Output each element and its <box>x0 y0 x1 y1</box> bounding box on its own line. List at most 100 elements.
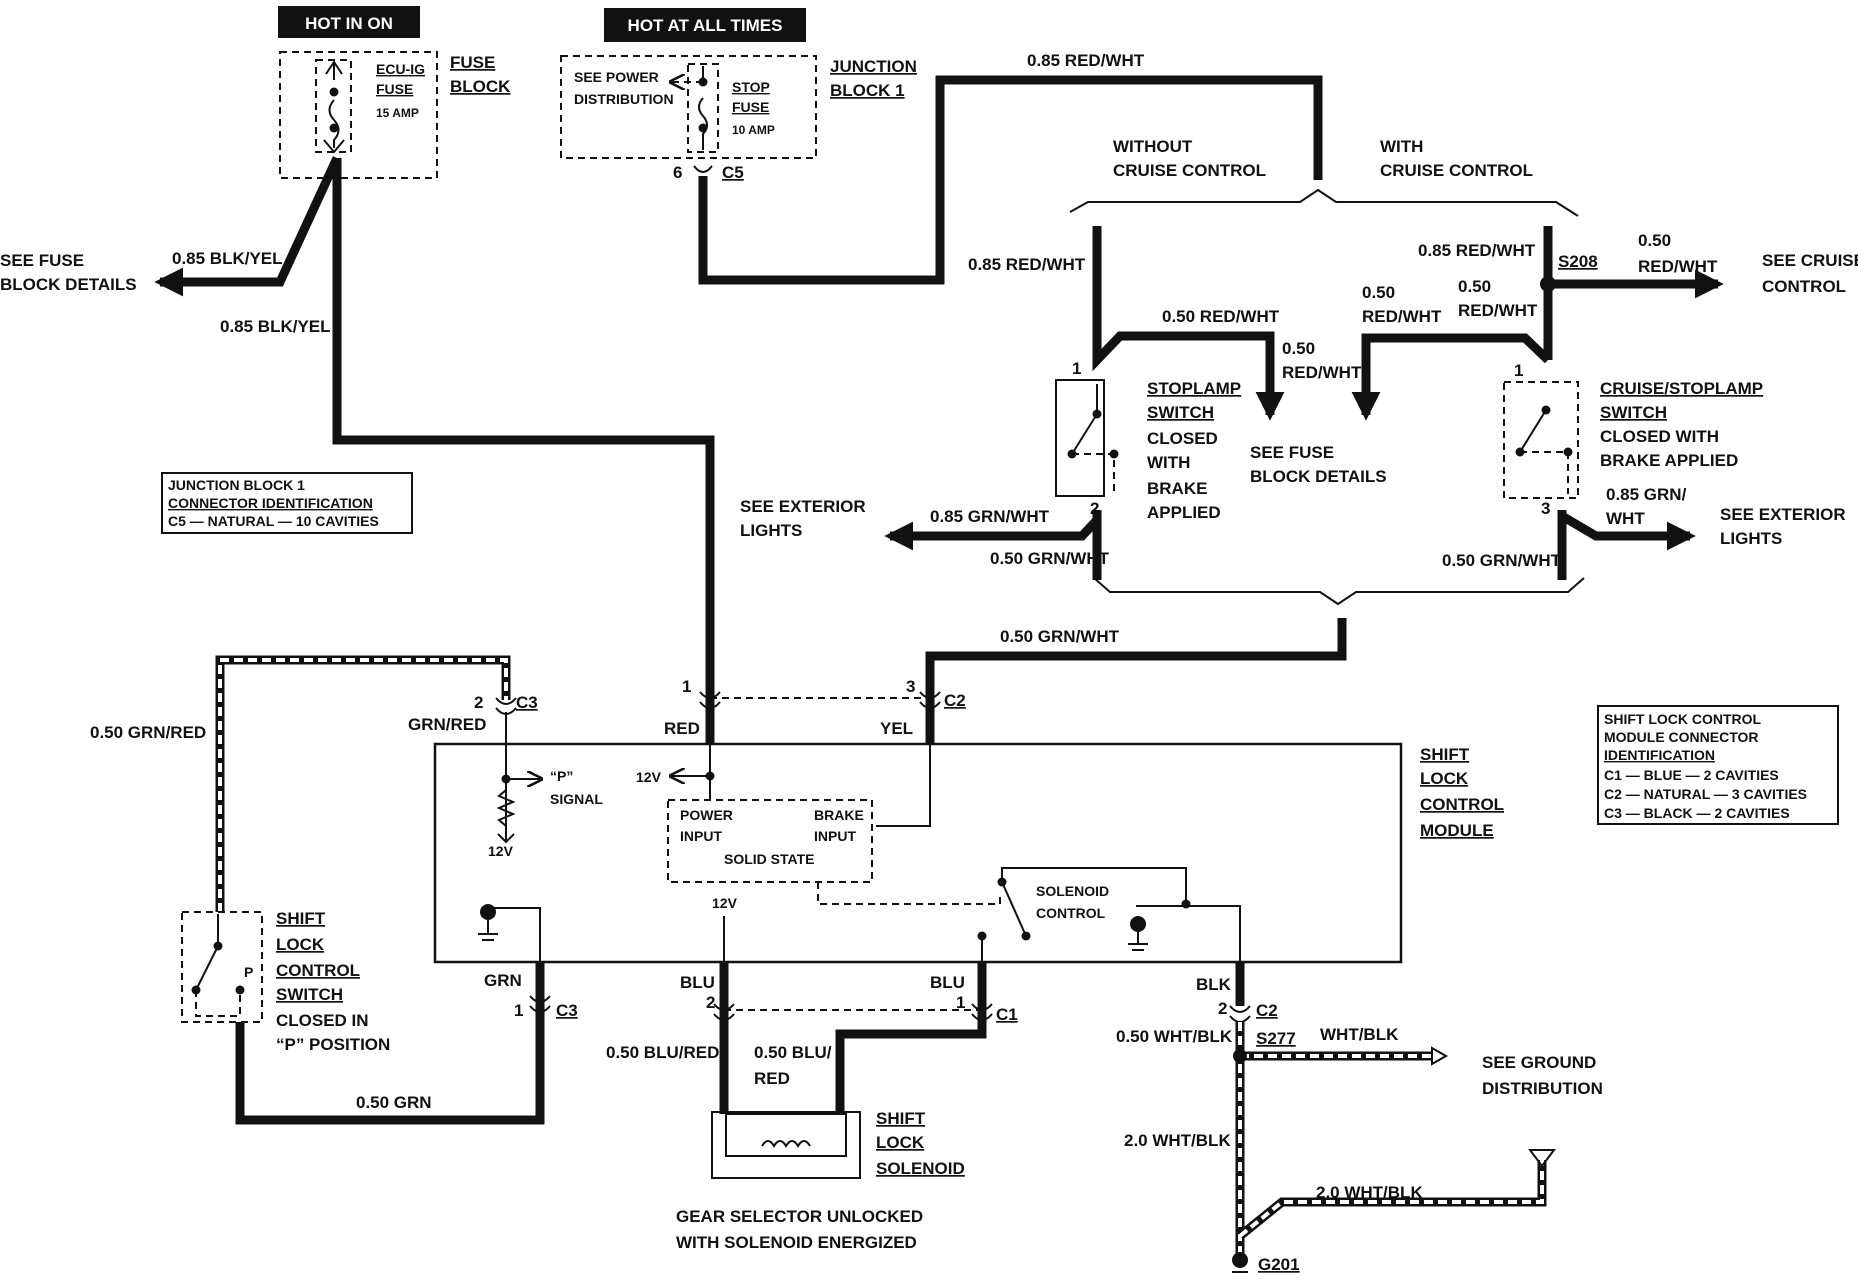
svg-text:RED/WHT: RED/WHT <box>1458 301 1538 320</box>
stop-fuse-label: STOP <box>732 79 770 95</box>
svg-text:BRAKE: BRAKE <box>814 807 864 823</box>
svg-text:GEAR SELECTOR UNLOCKED: GEAR SELECTOR UNLOCKED <box>676 1207 923 1226</box>
svg-text:LOCK: LOCK <box>1420 769 1469 788</box>
svg-text:CLOSED: CLOSED <box>1147 429 1218 448</box>
svg-text:0.50 GRN/RED: 0.50 GRN/RED <box>90 723 206 742</box>
stoplamp-switch <box>1055 379 1119 497</box>
svg-text:CONTROL: CONTROL <box>1036 905 1106 921</box>
svg-text:P: P <box>244 964 253 980</box>
svg-text:MODULE CONNECTOR: MODULE CONNECTOR <box>1604 729 1759 745</box>
svg-text:HOT AT ALL TIMES: HOT AT ALL TIMES <box>628 16 783 35</box>
svg-text:CONNECTOR IDENTIFICATION: CONNECTOR IDENTIFICATION <box>168 495 373 511</box>
svg-text:BLOCK DETAILS: BLOCK DETAILS <box>0 275 137 294</box>
svg-text:BRAKE APPLIED: BRAKE APPLIED <box>1600 451 1738 470</box>
svg-text:2.0 WHT/BLK: 2.0 WHT/BLK <box>1124 1131 1231 1150</box>
c1-connector: C1 <box>996 1005 1018 1024</box>
svg-text:SWITCH: SWITCH <box>1600 403 1667 422</box>
svg-text:1: 1 <box>514 1001 523 1020</box>
shift-lock-solenoid <box>711 1111 861 1179</box>
svg-text:SOLID STATE: SOLID STATE <box>724 851 814 867</box>
svg-text:RED/WHT: RED/WHT <box>1282 363 1362 382</box>
svg-text:SOLENOID: SOLENOID <box>876 1159 965 1178</box>
module-connector-id-box: SHIFT LOCK CONTROL MODULE CONNECTOR IDEN… <box>1597 705 1839 825</box>
svg-text:WHT: WHT <box>1606 509 1645 528</box>
svg-text:2: 2 <box>706 993 715 1012</box>
svg-text:CONTROL: CONTROL <box>276 961 360 980</box>
svg-text:BLK: BLK <box>1196 975 1232 994</box>
fuse-block-label: FUSE <box>450 53 495 72</box>
svg-text:2: 2 <box>474 693 483 712</box>
p-signal-circuit <box>496 744 540 844</box>
svg-text:INPUT: INPUT <box>814 828 856 844</box>
see-power-distribution: SEE POWER <box>574 69 659 85</box>
wire-stoplamp-feed <box>1092 226 1285 421</box>
svg-text:APPLIED: APPLIED <box>1147 503 1221 522</box>
svg-text:CLOSED WITH: CLOSED WITH <box>1600 427 1719 446</box>
s277-splice: S277 <box>1256 1029 1296 1048</box>
svg-text:SIGNAL: SIGNAL <box>550 791 603 807</box>
svg-text:0.50 GRN: 0.50 GRN <box>356 1093 432 1112</box>
junction-block-1: SEE POWER DISTRIBUTION STOP FUSE 10 AMP <box>560 55 817 159</box>
svg-text:FUSE: FUSE <box>376 81 413 97</box>
svg-text:10 AMP: 10 AMP <box>732 123 775 137</box>
svg-text:GRN: GRN <box>484 971 522 990</box>
svg-text:0.85 BLK/YEL: 0.85 BLK/YEL <box>220 317 331 336</box>
cruise-stoplamp-switch-label: CRUISE/STOPLAMP <box>1600 379 1763 398</box>
c5-connector: C5 <box>722 163 744 182</box>
svg-text:3: 3 <box>1541 499 1550 518</box>
svg-text:WITHOUT: WITHOUT <box>1113 137 1193 156</box>
svg-text:CONTROL: CONTROL <box>1762 277 1846 296</box>
jb1-connector-id-box: JUNCTION BLOCK 1 CONNECTOR IDENTIFICATIO… <box>161 472 413 534</box>
svg-text:CLOSED IN: CLOSED IN <box>276 1011 369 1030</box>
svg-text:2: 2 <box>1090 499 1099 518</box>
svg-text:C3 — BLACK — 2 CAVITIES: C3 — BLACK — 2 CAVITIES <box>1604 805 1790 821</box>
svg-text:0.50: 0.50 <box>1458 277 1491 296</box>
svg-text:0.85 RED/WHT: 0.85 RED/WHT <box>1027 51 1145 70</box>
see-exterior-lights-left: SEE EXTERIOR <box>740 497 866 516</box>
wire-050-grn-wht-mid <box>925 618 1347 744</box>
svg-text:SHIFT LOCK CONTROL: SHIFT LOCK CONTROL <box>1604 711 1762 727</box>
svg-text:INPUT: INPUT <box>680 828 722 844</box>
svg-text:WITH: WITH <box>1380 137 1423 156</box>
svg-text:LOCK: LOCK <box>876 1133 925 1152</box>
svg-text:MODULE: MODULE <box>1420 821 1494 840</box>
c2-bottom-connector: C2 <box>1256 1001 1278 1020</box>
svg-text:WITH: WITH <box>1147 453 1190 472</box>
cruise-bracket-bottom <box>1093 577 1585 606</box>
svg-text:JUNCTION BLOCK 1: JUNCTION BLOCK 1 <box>168 477 305 493</box>
see-exterior-lights-right: SEE EXTERIOR <box>1720 505 1846 524</box>
svg-text:2.0 WHT/BLK: 2.0 WHT/BLK <box>1316 1183 1423 1202</box>
wire-085-red-wht-top <box>698 75 1323 285</box>
svg-text:0.85 RED/WHT: 0.85 RED/WHT <box>1418 241 1536 260</box>
svg-text:0.50 BLU/RED: 0.50 BLU/RED <box>606 1043 719 1062</box>
svg-text:C1 — BLUE — 2 CAVITIES: C1 — BLUE — 2 CAVITIES <box>1604 767 1779 783</box>
c3-top-connector: C3 <box>516 693 538 712</box>
see-cruise-control: SEE CRUISE <box>1762 251 1858 270</box>
svg-text:0.50: 0.50 <box>1282 339 1315 358</box>
svg-text:LIGHTS: LIGHTS <box>740 521 802 540</box>
svg-text:C5 — NATURAL — 10 CAVITIES: C5 — NATURAL — 10 CAVITIES <box>168 513 379 529</box>
svg-text:DISTRIBUTION: DISTRIBUTION <box>1482 1079 1603 1098</box>
svg-text:0.50 RED/WHT: 0.50 RED/WHT <box>1162 307 1280 326</box>
svg-text:15 AMP: 15 AMP <box>376 106 419 120</box>
svg-text:RED/WHT: RED/WHT <box>1362 307 1442 326</box>
svg-text:BLU: BLU <box>680 973 715 992</box>
svg-text:WITH SOLENOID ENERGIZED: WITH SOLENOID ENERGIZED <box>676 1233 917 1252</box>
c2-top-connector: C2 <box>944 691 966 710</box>
cruise-bracket-top <box>1069 188 1579 217</box>
see-fuse-block-details-mid: SEE FUSE <box>1250 443 1334 462</box>
svg-text:WHT/BLK: WHT/BLK <box>1320 1025 1399 1044</box>
svg-text:0.50 GRN/WHT: 0.50 GRN/WHT <box>1000 627 1120 646</box>
c3-bottom-connector: C3 <box>556 1001 578 1020</box>
shift-lock-control-switch <box>181 911 263 1023</box>
svg-text:1: 1 <box>1072 359 1081 378</box>
hot-in-on-header: HOT IN ON <box>278 6 420 38</box>
svg-text:DISTRIBUTION: DISTRIBUTION <box>574 91 674 107</box>
svg-text:FUSE: FUSE <box>732 99 769 115</box>
svg-text:6: 6 <box>673 163 682 182</box>
shift-lock-control-switch-label: SHIFT <box>276 909 326 928</box>
junction-block-1-label: JUNCTION <box>830 57 917 76</box>
svg-text:C2 — NATURAL — 3 CAVITIES: C2 — NATURAL — 3 CAVITIES <box>1604 786 1807 802</box>
svg-text:SWITCH: SWITCH <box>276 985 343 1004</box>
